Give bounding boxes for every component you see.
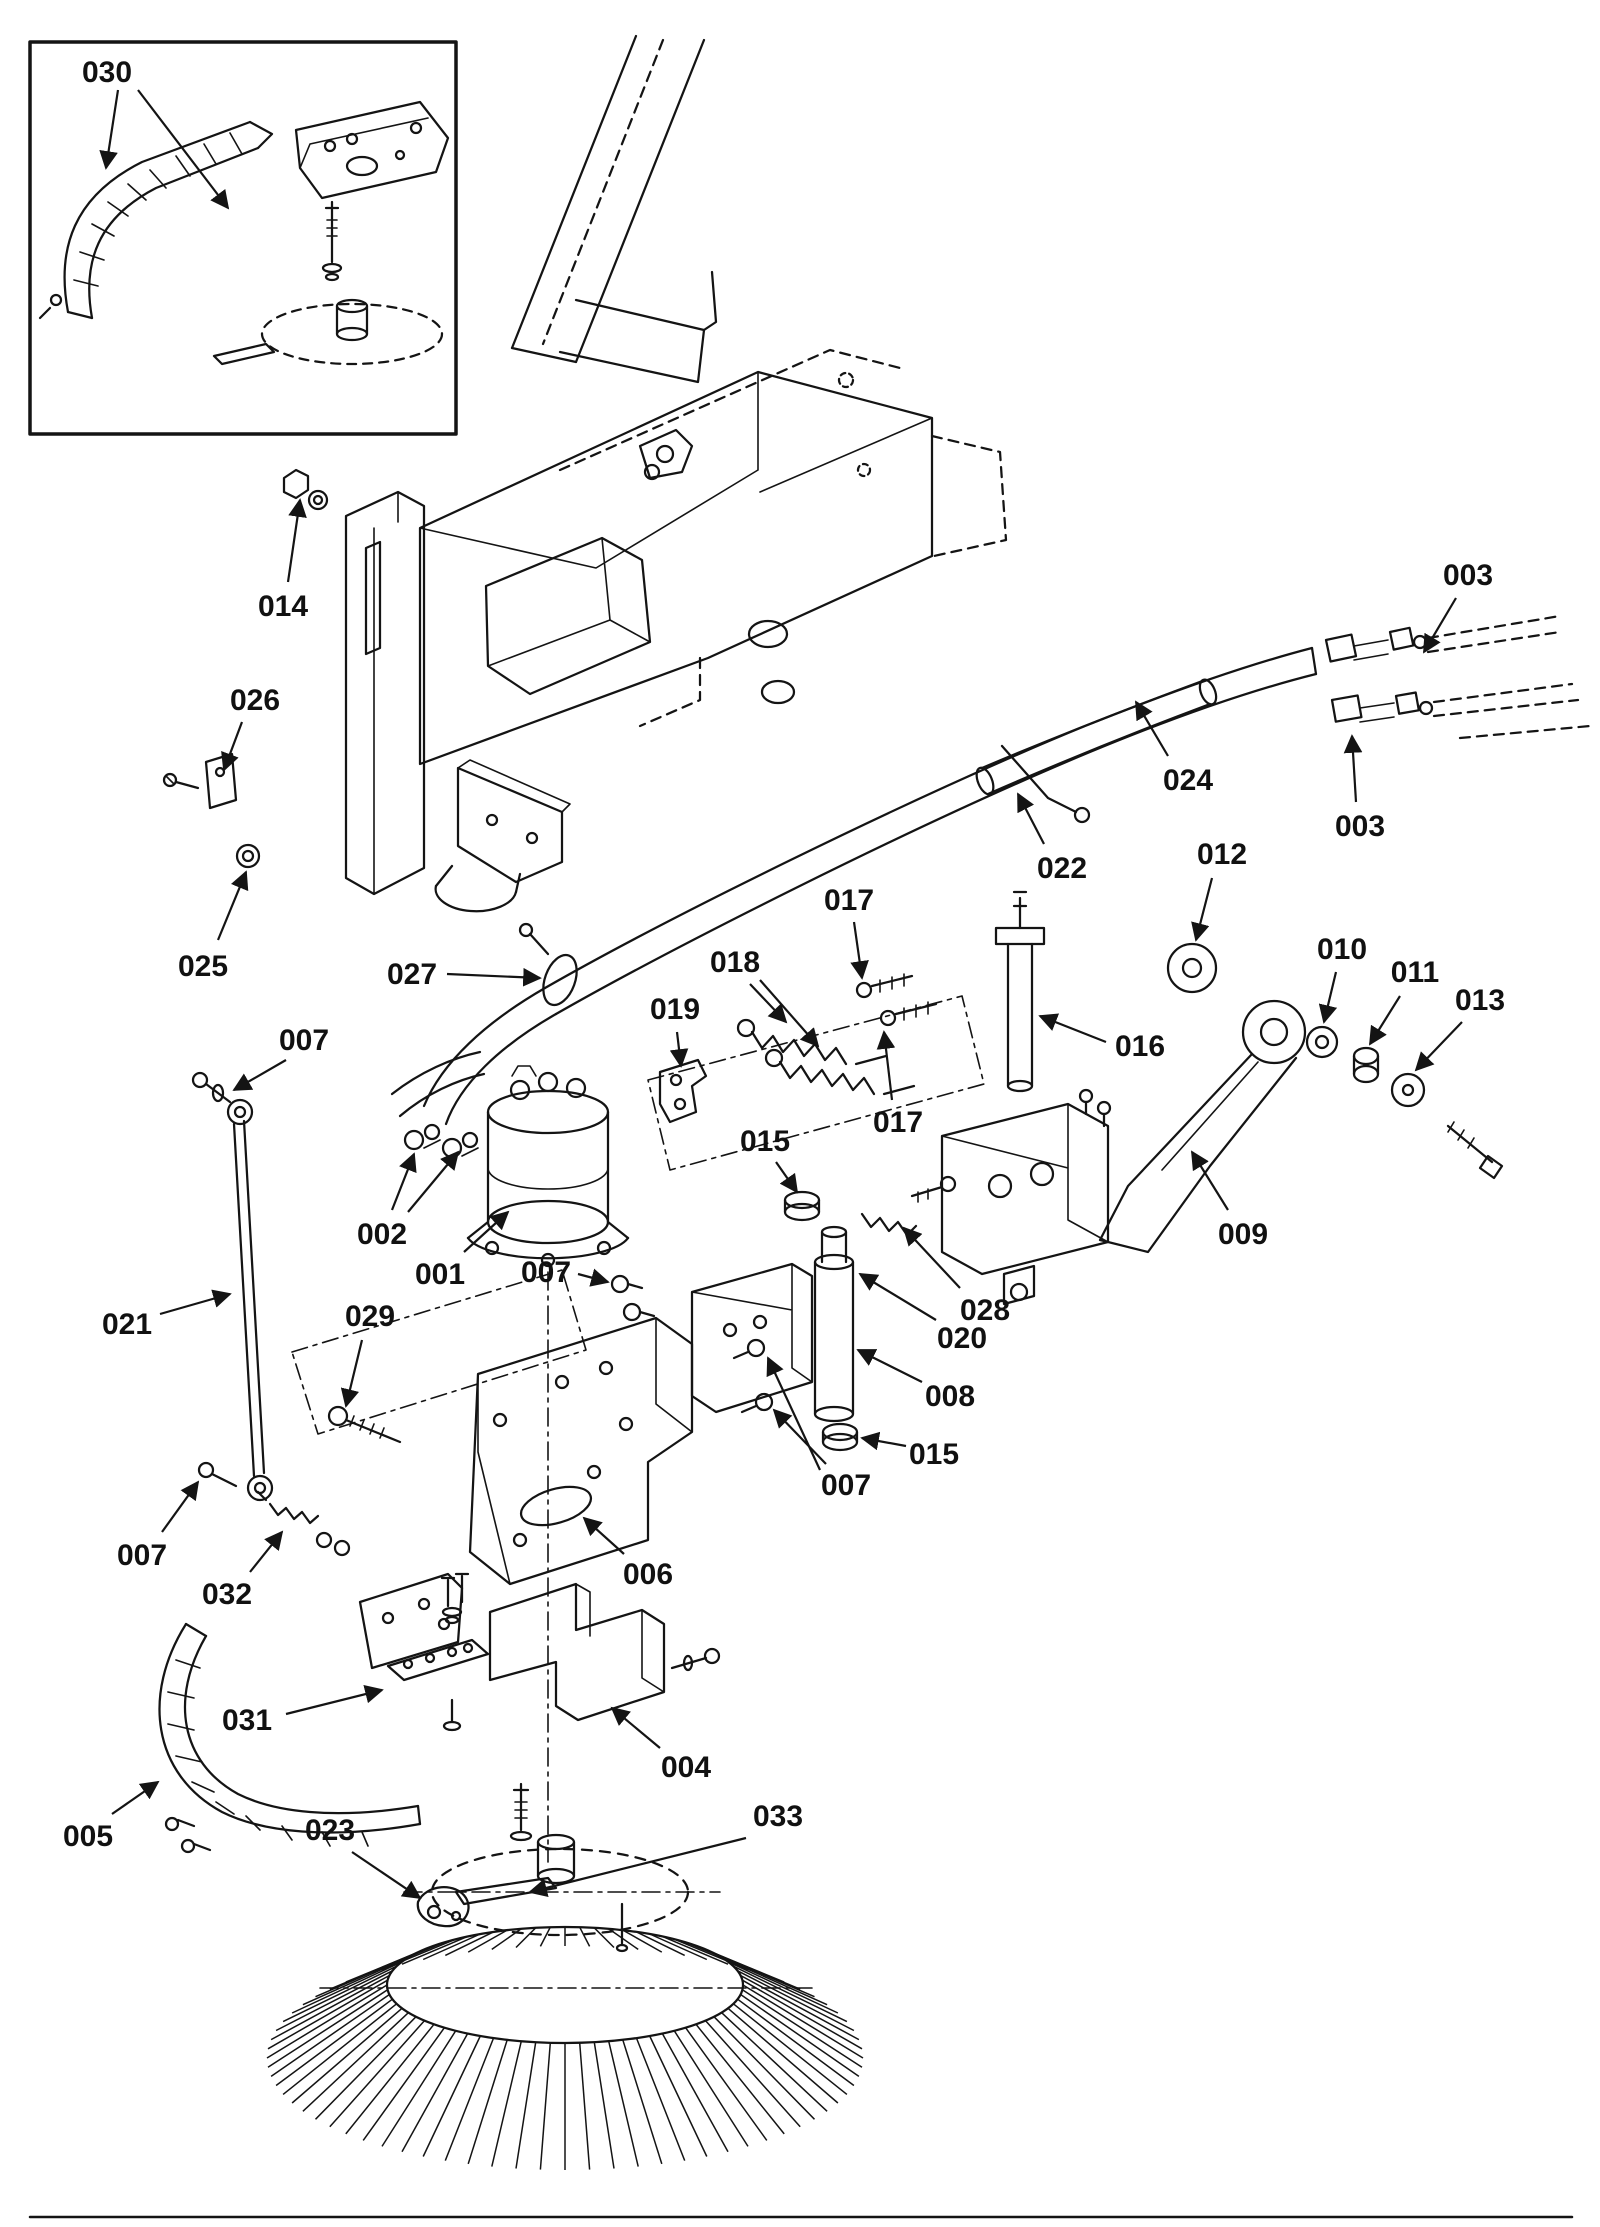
callout-015-b: 015 bbox=[909, 1438, 959, 1471]
lower-brackets-shield bbox=[158, 1572, 721, 1854]
inset-detail-030 bbox=[28, 40, 458, 436]
leader-006 bbox=[582, 1516, 625, 1555]
leader-030 bbox=[99, 89, 120, 170]
leader-031 bbox=[285, 1685, 384, 1716]
leader-032 bbox=[249, 1530, 284, 1573]
leader-010 bbox=[1318, 971, 1338, 1024]
callout-011: 011 bbox=[1391, 956, 1439, 989]
callout-020: 020 bbox=[937, 1322, 987, 1355]
callout-022: 022 bbox=[1037, 852, 1087, 885]
callout-labels: 030 014 026 025 003 003 024 022 012 010 011 013 017 0… bbox=[63, 56, 1505, 1853]
callout-006: 006 bbox=[623, 1558, 673, 1591]
leader-003-a bbox=[1423, 597, 1457, 654]
leader-030 bbox=[137, 89, 230, 210]
callout-005: 005 bbox=[63, 1820, 113, 1853]
leader-002 bbox=[390, 1152, 417, 1211]
leader-002 bbox=[407, 1150, 460, 1213]
callout-003-b: 003 bbox=[1335, 810, 1385, 843]
leader-007-b bbox=[577, 1268, 610, 1287]
leader-016 bbox=[1038, 1013, 1107, 1044]
link-rod-assembly bbox=[191, 1071, 587, 1557]
callout-012: 012 bbox=[1197, 838, 1247, 871]
leader-017-b bbox=[876, 1030, 896, 1101]
leader-022 bbox=[1017, 792, 1045, 845]
callout-016: 016 bbox=[1115, 1030, 1165, 1063]
callout-014: 014 bbox=[258, 590, 308, 623]
leader-018 bbox=[749, 983, 788, 1024]
leader-007-c bbox=[772, 1408, 827, 1465]
callout-004: 004 bbox=[661, 1751, 711, 1784]
leader-008 bbox=[856, 1349, 923, 1383]
callout-007-d: 007 bbox=[117, 1539, 167, 1572]
leader-017-a bbox=[850, 921, 869, 980]
callout-019: 019 bbox=[650, 993, 700, 1026]
leader-026 bbox=[221, 721, 244, 772]
callout-017-a: 017 bbox=[824, 884, 874, 917]
leader-014 bbox=[286, 498, 307, 583]
callout-028: 028 bbox=[960, 1294, 1010, 1327]
leader-028 bbox=[902, 1226, 961, 1289]
leader-018 bbox=[759, 979, 820, 1048]
callout-024: 024 bbox=[1163, 764, 1213, 797]
leader-009 bbox=[1191, 1150, 1229, 1211]
callout-001: 001 bbox=[415, 1258, 465, 1291]
leader-021 bbox=[159, 1289, 232, 1316]
callout-018: 018 bbox=[710, 946, 760, 979]
brush-bristles bbox=[266, 1926, 864, 2170]
leader-005 bbox=[111, 1780, 160, 1815]
callout-007-c: 007 bbox=[821, 1469, 871, 1502]
callout-021: 021 bbox=[102, 1308, 152, 1341]
leader-024 bbox=[1135, 700, 1169, 757]
callout-025: 025 bbox=[178, 950, 228, 983]
callout-003-a: 003 bbox=[1443, 559, 1493, 592]
leader-007-a bbox=[232, 1059, 287, 1091]
leader-007-c bbox=[766, 1356, 821, 1471]
main-frame bbox=[162, 34, 1008, 913]
callout-029: 029 bbox=[345, 1300, 395, 1333]
leader-013 bbox=[1414, 1021, 1463, 1072]
tension-springs bbox=[647, 973, 985, 1171]
hub-and-disc bbox=[403, 1782, 721, 1953]
leader-012 bbox=[1191, 877, 1214, 942]
leader-025 bbox=[216, 870, 249, 941]
leader-019 bbox=[669, 1031, 689, 1068]
drive-motor bbox=[466, 1065, 630, 1863]
leader-020 bbox=[858, 1273, 937, 1321]
leader-029 bbox=[340, 1339, 364, 1408]
leader-015-b bbox=[860, 1431, 907, 1451]
pivot-and-swing-arm bbox=[940, 890, 1504, 1306]
callout-026: 026 bbox=[230, 684, 280, 717]
callout-017-b: 017 bbox=[873, 1106, 923, 1139]
callout-032: 032 bbox=[202, 1578, 252, 1611]
callout-030: 030 bbox=[82, 56, 132, 89]
callout-002: 002 bbox=[357, 1218, 407, 1251]
callout-015-a: 015 bbox=[740, 1125, 790, 1158]
callout-009: 009 bbox=[1218, 1218, 1268, 1251]
slide-cylinder bbox=[610, 1175, 957, 1452]
leader-001 bbox=[463, 1210, 510, 1253]
leader-004 bbox=[610, 1706, 661, 1749]
leader-015-a bbox=[775, 1161, 799, 1194]
leader-011 bbox=[1369, 995, 1401, 1046]
mount-bracket bbox=[468, 1316, 694, 1586]
leader-033 bbox=[528, 1836, 747, 1897]
callout-007-a: 007 bbox=[279, 1024, 329, 1057]
callout-033: 033 bbox=[753, 1800, 803, 1833]
leader-003-b bbox=[1343, 734, 1363, 803]
callout-027: 027 bbox=[387, 958, 437, 991]
callout-013: 013 bbox=[1455, 984, 1505, 1017]
callout-007-b: 007 bbox=[521, 1256, 571, 1289]
hydraulic-hoses bbox=[390, 614, 1592, 1159]
callout-008: 008 bbox=[925, 1380, 975, 1413]
leader-arrows bbox=[99, 89, 1463, 1900]
leader-007-d bbox=[161, 1480, 200, 1533]
callout-031: 031 bbox=[222, 1704, 272, 1737]
leader-027 bbox=[446, 967, 542, 987]
leader-023 bbox=[351, 1851, 422, 1900]
callout-023: 023 bbox=[305, 1814, 355, 1847]
callout-010: 010 bbox=[1317, 933, 1367, 966]
